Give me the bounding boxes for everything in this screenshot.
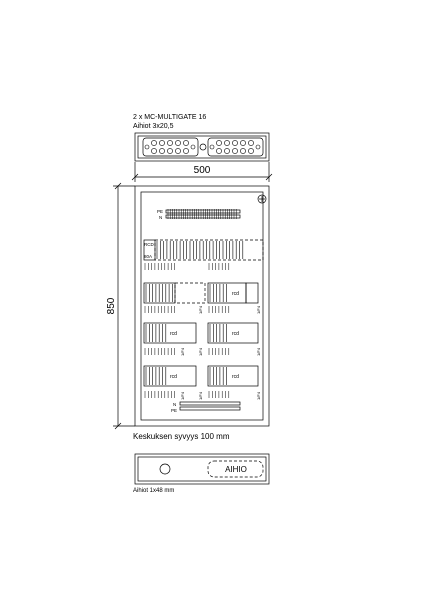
rcd-label-4: rcd xyxy=(170,374,177,380)
multigate-left-holes xyxy=(144,140,196,154)
top-view xyxy=(134,132,270,162)
rcd-row-2 xyxy=(143,322,259,344)
multigate-left xyxy=(142,137,199,157)
main-label-top: RCD xyxy=(144,242,154,247)
corner-screw-icon xyxy=(257,194,267,204)
section-label-1: 1/F4 xyxy=(198,305,203,314)
bottom-view-note: Aihiot 1x48 mm xyxy=(133,488,174,494)
aihio-label: AIHIO xyxy=(225,465,247,474)
top-view-subtitle: Aihiot 3x20,5 xyxy=(133,123,174,130)
knockout-circle xyxy=(159,463,171,475)
section-label-2: 1/F4 xyxy=(256,305,261,314)
pe-label: PE xyxy=(157,209,163,214)
width-dimension xyxy=(131,162,273,182)
height-label: 850 xyxy=(106,297,117,314)
rcd-label-1: rcd xyxy=(232,291,239,297)
multigate-right xyxy=(207,137,264,157)
section-label-3: 1/F4 xyxy=(180,347,185,356)
top-view-title: 2 x MC-MULTIGATE 16 xyxy=(133,114,206,121)
bottom-pe-label: PE xyxy=(171,408,177,413)
rcd-label-2: rcd xyxy=(170,331,177,337)
rcd-row-1 xyxy=(143,282,259,304)
main-row-dashed xyxy=(154,239,264,261)
cabinet-outline xyxy=(134,185,270,427)
section-label-4: 1/F4 xyxy=(198,347,203,356)
bottom-view xyxy=(134,453,270,485)
terminal-bar-top xyxy=(165,209,241,219)
aihio-blank xyxy=(207,460,264,478)
terminal-bar-bottom xyxy=(179,401,241,411)
height-dimension xyxy=(113,182,135,430)
cable-gland xyxy=(199,143,207,151)
n-label: N xyxy=(159,215,162,220)
rcd-row-3 xyxy=(143,365,259,387)
main-breaker-row xyxy=(143,239,264,261)
section-label-6: 1/F4 xyxy=(180,391,185,400)
bottom-n-label: N xyxy=(173,402,176,407)
section-label-8: 1/F4 xyxy=(256,391,261,400)
width-label: 500 xyxy=(194,165,211,176)
rcd-label-5: rcd xyxy=(232,374,239,380)
cabinet-inner xyxy=(140,191,264,421)
multigate-right-holes xyxy=(209,140,261,154)
section-label-5: 1/F4 xyxy=(256,347,261,356)
front-view xyxy=(134,185,270,427)
section-label-7: 1/F4 xyxy=(198,391,203,400)
rcd-label-3: rcd xyxy=(232,331,239,337)
depth-note: Keskuksen syvyys 100 mm xyxy=(133,432,230,441)
main-label-bottom: 80A xyxy=(144,254,152,259)
